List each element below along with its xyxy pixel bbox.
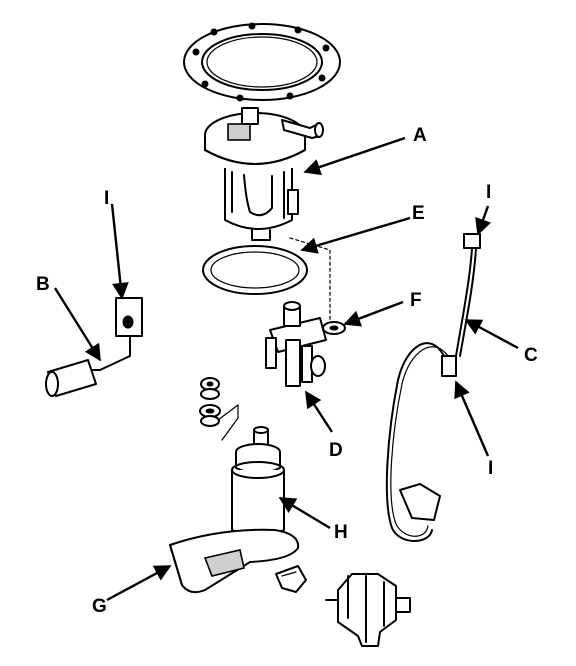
callout-a: A bbox=[413, 125, 427, 146]
fuel-pump-motor bbox=[231, 426, 285, 553]
callout-b: B bbox=[36, 274, 50, 295]
fuel-level-sender bbox=[45, 297, 143, 397]
washer bbox=[322, 321, 346, 335]
callout-i-left: I bbox=[104, 188, 109, 209]
wiring-harness bbox=[385, 233, 481, 542]
o-ring-seal bbox=[202, 245, 308, 295]
callout-h: H bbox=[334, 522, 348, 543]
callout-g: G bbox=[92, 596, 107, 617]
bottom-holder bbox=[325, 573, 411, 647]
leader-lines bbox=[53, 136, 519, 602]
fuel-strainer bbox=[169, 528, 300, 594]
callout-i-bottom-right: I bbox=[488, 458, 493, 479]
callout-i-top-right: I bbox=[486, 182, 491, 203]
mounting-flange bbox=[183, 22, 341, 102]
callout-f: F bbox=[410, 290, 422, 311]
callout-c: C bbox=[524, 345, 538, 366]
callout-e: E bbox=[412, 203, 425, 224]
clip-small bbox=[275, 565, 307, 593]
pressure-regulator bbox=[265, 301, 327, 387]
grommets bbox=[199, 377, 239, 441]
callout-d: D bbox=[329, 440, 343, 461]
fuel-pump-assembly bbox=[204, 107, 324, 241]
